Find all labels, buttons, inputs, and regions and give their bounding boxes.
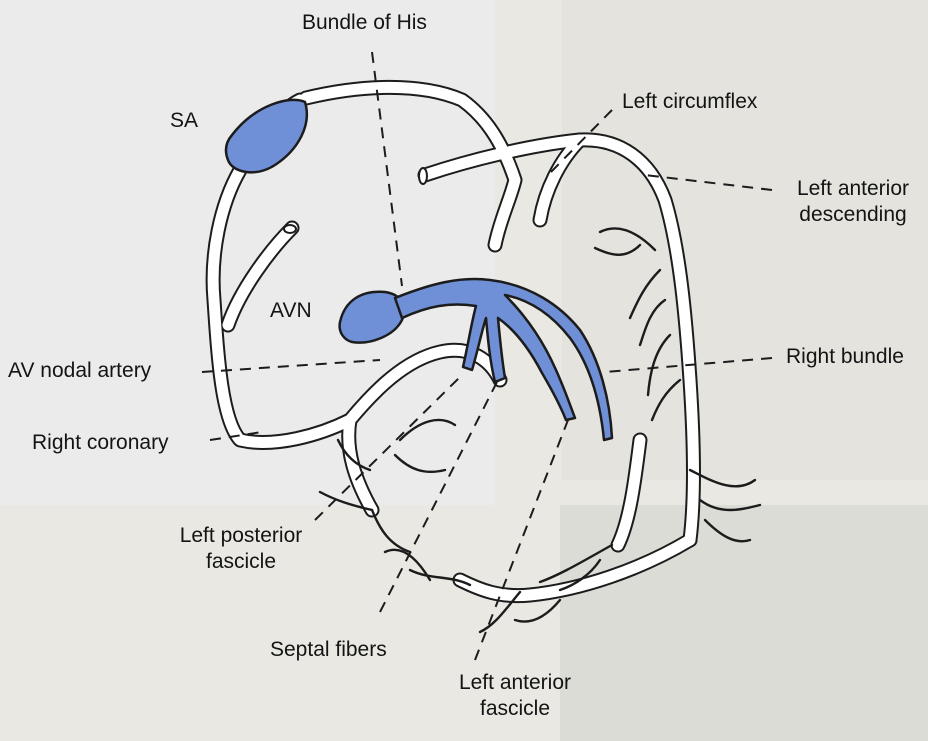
label-bundle-of-his: Bundle of His	[302, 10, 427, 36]
vessel-end	[419, 168, 427, 184]
vessel-end	[284, 225, 296, 233]
label-left-posterior-fascicle: Left posterior fascicle	[166, 523, 316, 575]
label-left-circumflex: Left circumflex	[622, 89, 757, 115]
label-right-bundle: Right bundle	[786, 344, 904, 370]
label-lad-line2: descending	[786, 202, 920, 228]
label-lad-line1: Left anterior	[786, 176, 920, 202]
label-right-coronary: Right coronary	[32, 430, 169, 456]
label-laf-line1: Left anterior	[440, 670, 590, 696]
label-avn: AVN	[270, 298, 312, 324]
leader-av-nodal-artery	[202, 360, 380, 372]
sa-node	[226, 100, 307, 172]
leader-left-anterior	[475, 420, 568, 660]
label-av-nodal-artery: AV nodal artery	[8, 358, 151, 384]
label-lpf-line1: Left posterior	[166, 523, 316, 549]
label-sa: SA	[170, 108, 198, 134]
label-laf-line2: fascicle	[440, 696, 590, 722]
label-left-anterior-descending: Left anterior descending	[786, 176, 920, 228]
label-left-anterior-fascicle: Left anterior fascicle	[440, 670, 590, 722]
label-septal-fibers: Septal fibers	[270, 637, 387, 663]
label-lpf-line2: fascicle	[166, 549, 316, 575]
coronary-arteries	[213, 87, 693, 595]
